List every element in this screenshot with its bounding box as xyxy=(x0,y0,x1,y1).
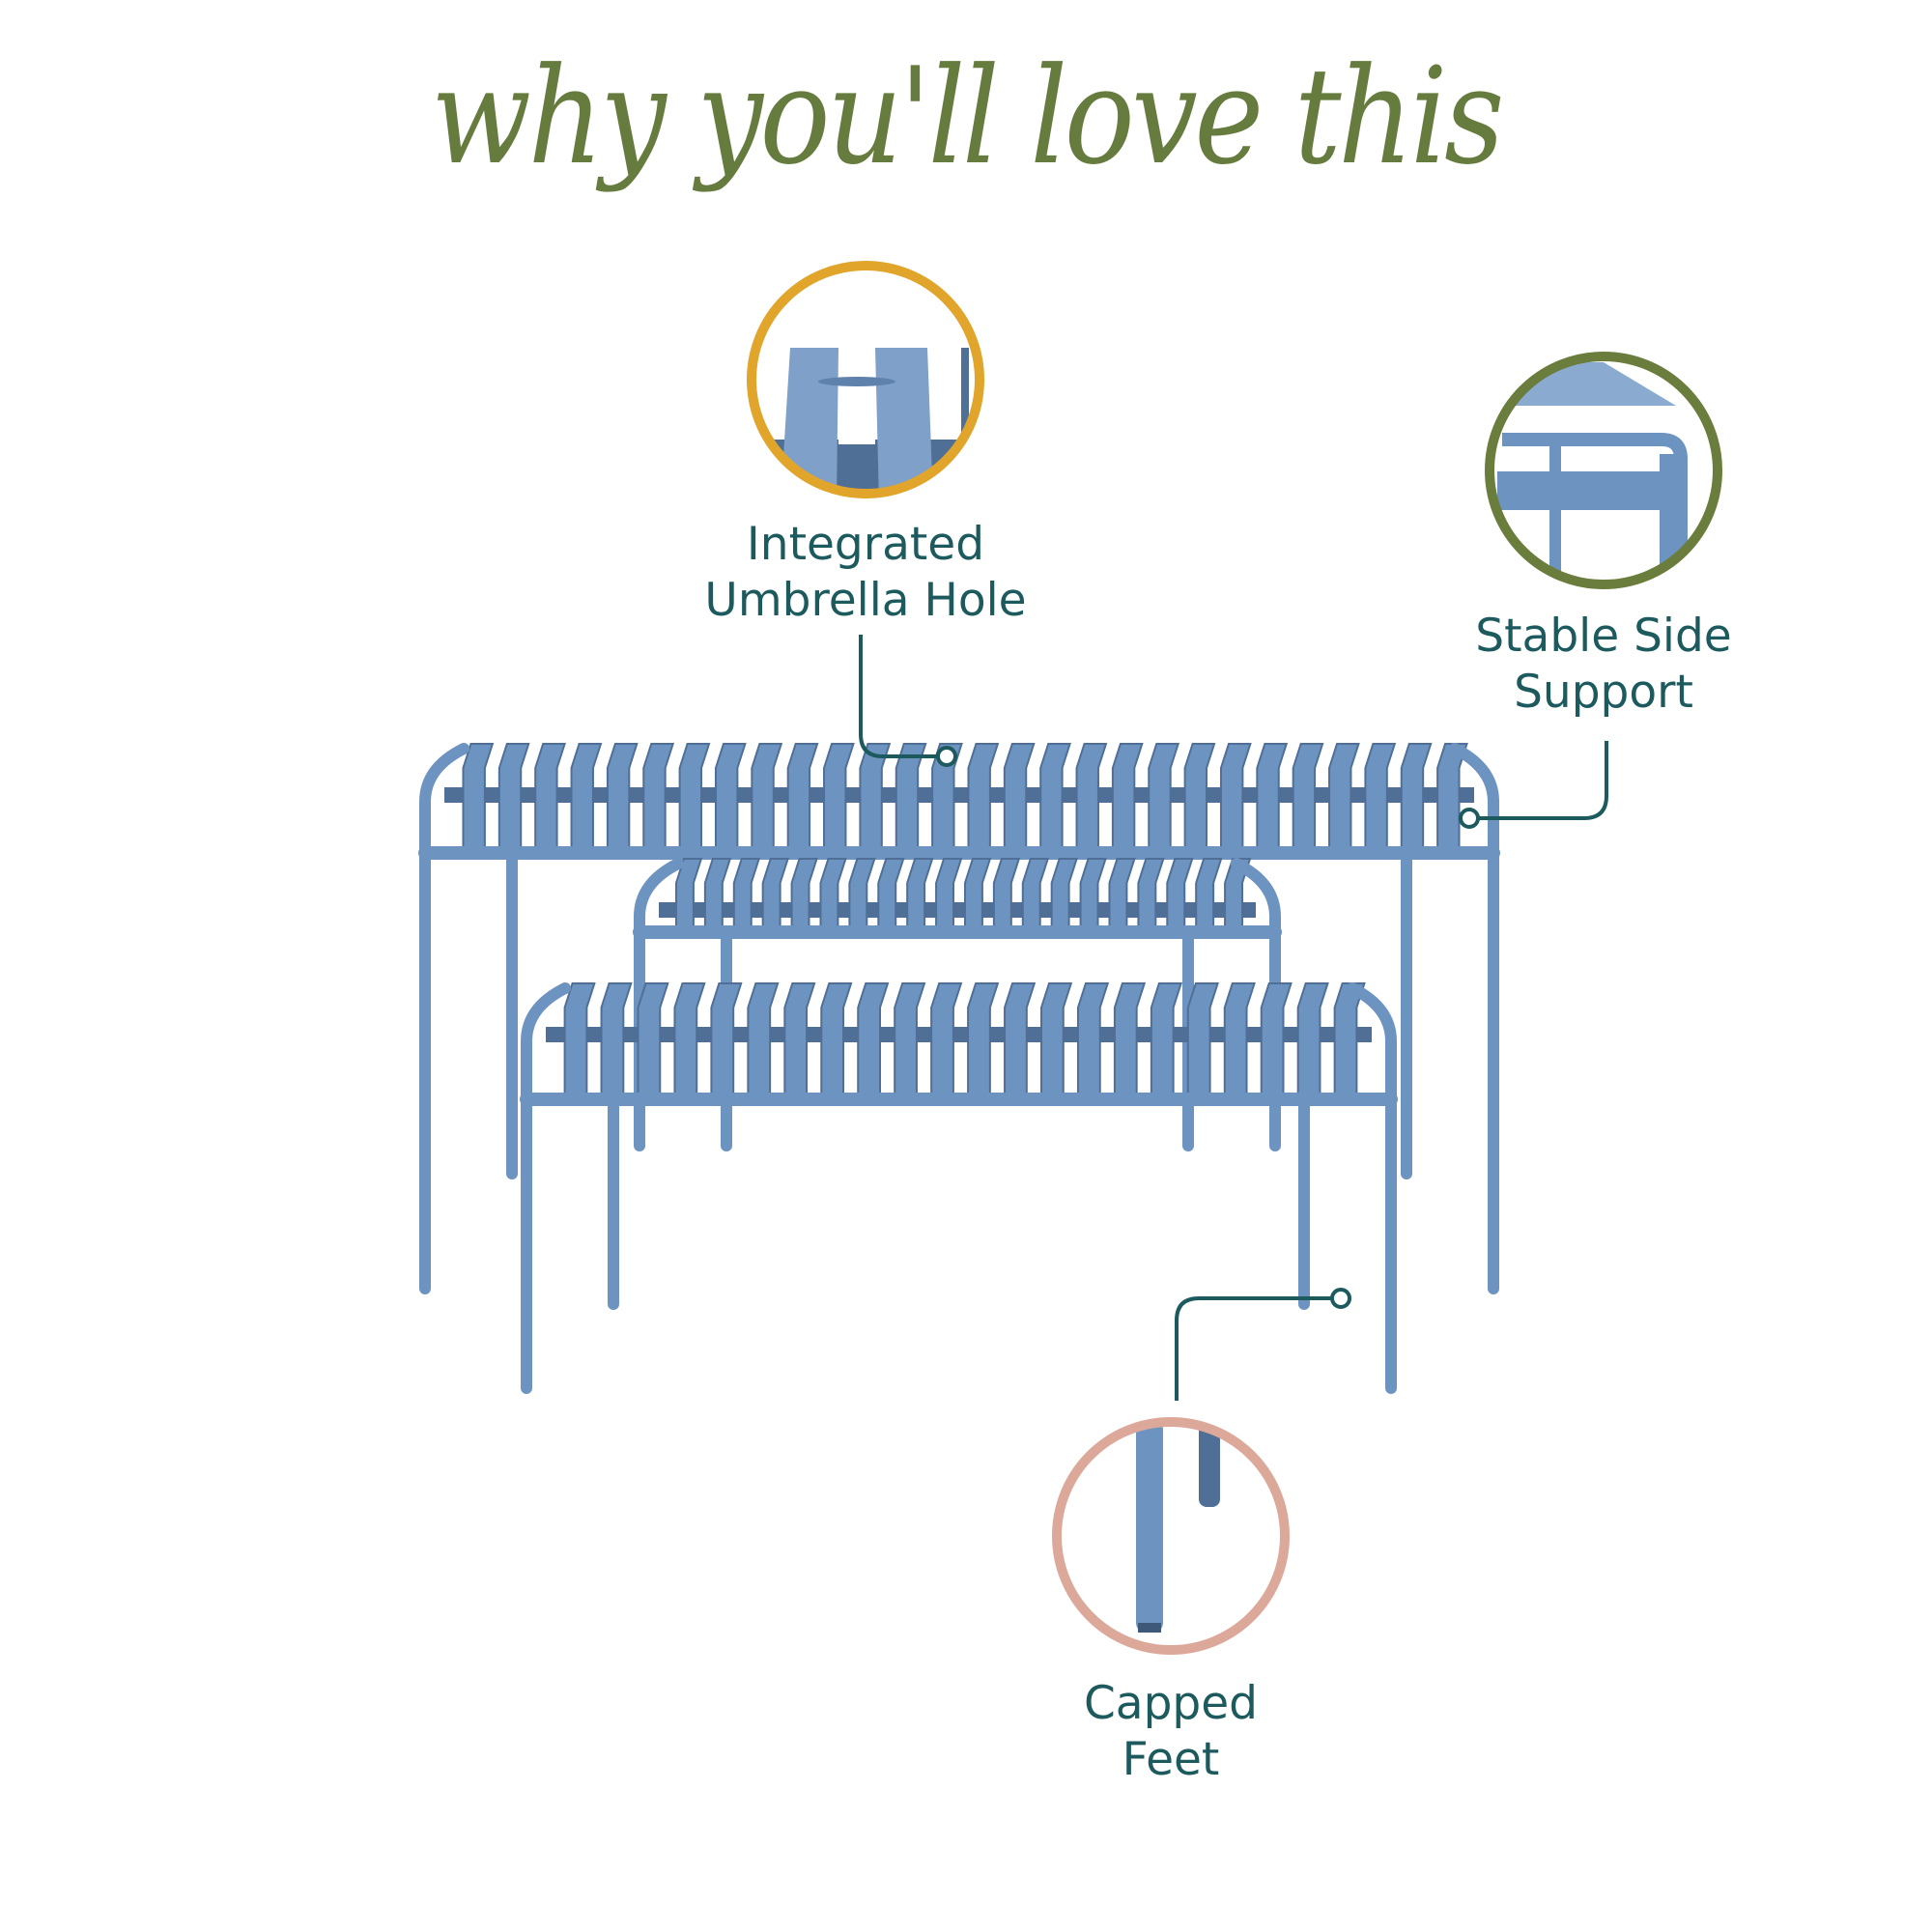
back-bench-slat xyxy=(1021,858,1050,933)
label-line: Umbrella Hole xyxy=(704,574,1027,627)
umbrella-hole-closeup-icon xyxy=(755,348,976,490)
capped-feet-closeup-icon xyxy=(1136,1426,1220,1633)
label-line: Support xyxy=(1514,666,1693,719)
ring xyxy=(747,261,984,498)
back-bench-slat xyxy=(848,858,876,933)
connector-lines xyxy=(859,635,1608,1401)
table-frame xyxy=(419,743,1499,1294)
back-bench-slat xyxy=(790,858,818,933)
back-bench-slat xyxy=(935,858,963,933)
ring xyxy=(1052,1417,1290,1655)
label-line: Capped xyxy=(1083,1677,1259,1730)
label-line: Stable Side xyxy=(1475,610,1732,663)
back-bench-slat xyxy=(1166,858,1194,933)
back-bench-slat xyxy=(674,858,703,933)
ring xyxy=(1485,352,1722,589)
back-bench-slat xyxy=(703,858,732,933)
side-support-closeup-icon xyxy=(1497,362,1688,581)
back-bench-slat xyxy=(1050,858,1078,933)
back-bench-slat xyxy=(992,858,1021,933)
table-back-rail xyxy=(444,787,1474,803)
back-bench-frame xyxy=(634,858,1281,1151)
feature-label-umbrella-hole: Integrated Umbrella Hole xyxy=(624,517,1107,629)
label-line: Integrated xyxy=(746,518,985,571)
back-bench-slat xyxy=(761,858,789,933)
front-bench-back-rail xyxy=(546,1027,1372,1042)
back-bench-slat xyxy=(1137,858,1165,933)
back-bench-slat xyxy=(963,858,992,933)
feature-label-capped-feet: Capped Feet xyxy=(929,1676,1412,1788)
front-bench-frame xyxy=(521,982,1397,1394)
back-bench-slat xyxy=(1195,858,1223,933)
back-bench-slat xyxy=(819,858,847,933)
back-bench-slat xyxy=(906,858,934,933)
page-title: why you'll love this xyxy=(431,39,1504,194)
back-bench-slat xyxy=(1079,858,1107,933)
label-line: Feet xyxy=(1122,1733,1220,1786)
back-bench-slat xyxy=(877,858,905,933)
back-bench-slat xyxy=(1108,858,1136,933)
feature-label-side-support: Stable Side Support xyxy=(1362,609,1845,721)
back-bench-slat xyxy=(732,858,761,933)
